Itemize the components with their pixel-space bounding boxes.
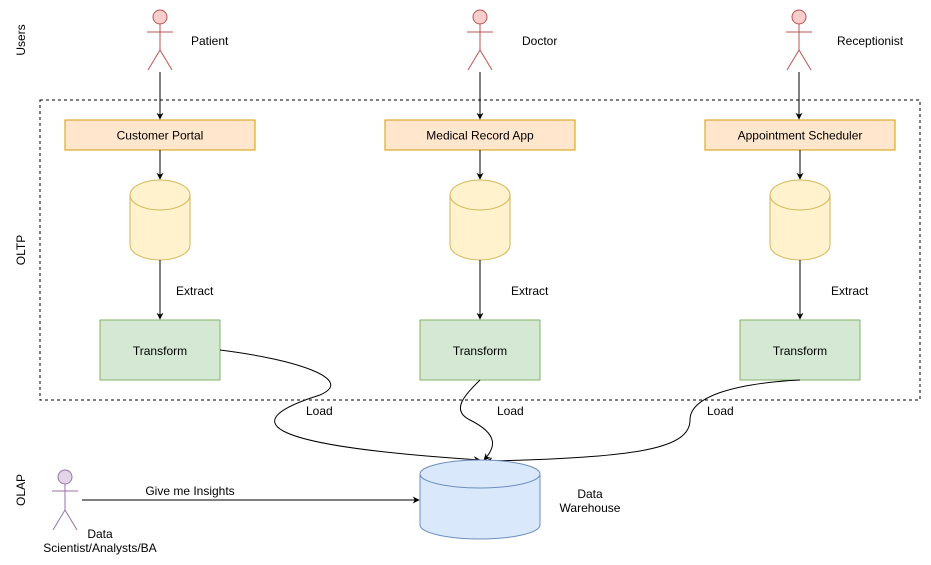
- transform-label: Transform: [773, 344, 827, 358]
- actor-label-analyst-line1: Data: [87, 527, 113, 541]
- actor-receptionist: [786, 9, 812, 71]
- edge-label-load: Load: [497, 404, 524, 418]
- edge-label-load: Load: [707, 404, 734, 418]
- actor-analyst: [52, 469, 78, 531]
- app-box-appointment-scheduler[interactable]: [704, 119, 896, 151]
- transform-label: Transform: [453, 344, 507, 358]
- edge-label-extract: Extract: [511, 284, 549, 298]
- edge-load-3: [485, 379, 801, 465]
- database-icon: [129, 179, 191, 261]
- transform-label: Transform: [133, 344, 187, 358]
- app-box-customer-portal[interactable]: [64, 119, 256, 151]
- edge-load-1: [219, 349, 481, 464]
- lane-label-olap: OLAP: [14, 474, 28, 506]
- app-label-medical-record: Medical Record App: [426, 129, 534, 143]
- actor-label-doctor: Doctor: [522, 34, 557, 48]
- edge-load-2: [459, 379, 493, 461]
- edge-label-load: Load: [306, 404, 333, 418]
- edge-label-insights: Give me Insights: [145, 484, 234, 498]
- app-label-customer-portal: Customer Portal: [117, 129, 204, 143]
- app-label-appointment-scheduler: Appointment Scheduler: [738, 129, 863, 143]
- transform-box[interactable]: [419, 319, 541, 381]
- data-warehouse-icon[interactable]: [419, 459, 541, 540]
- lane-label-oltp: OLTP: [14, 235, 28, 265]
- actor-label-analyst-line2: Scientist/Analysts/BA: [43, 541, 156, 555]
- edge-label-extract: Extract: [176, 284, 214, 298]
- edge-label-extract: Extract: [831, 284, 869, 298]
- warehouse-label-line2: Warehouse: [560, 501, 621, 515]
- actor-doctor: [467, 9, 493, 71]
- lane-label-users: Users: [14, 24, 28, 55]
- actor-patient: [147, 9, 173, 71]
- transform-box[interactable]: [739, 319, 861, 381]
- database-icon: [769, 179, 831, 261]
- warehouse-label-line1: Data: [577, 487, 603, 501]
- actor-label-patient: Patient: [191, 34, 229, 48]
- actor-label-receptionist: Receptionist: [837, 34, 904, 48]
- database-icon: [449, 179, 511, 261]
